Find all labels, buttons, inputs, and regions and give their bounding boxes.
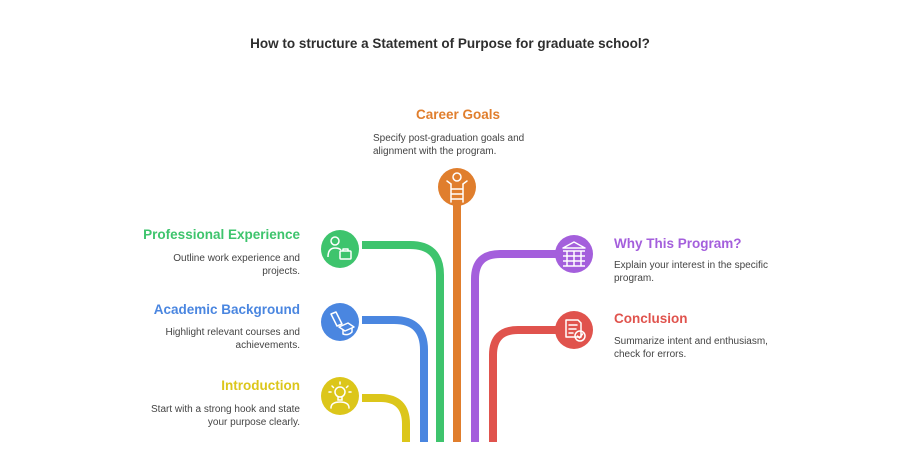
conclusion-connector [489, 326, 556, 442]
academic-description: Highlight relevant courses and achieveme… [120, 326, 300, 352]
ladder-goal-icon [446, 172, 468, 203]
conclusion-desc-line: check for errors. [614, 349, 687, 360]
academic-title: Academic Background [153, 302, 300, 317]
professional-title: Professional Experience [143, 227, 300, 242]
program-title: Why This Program? [614, 236, 742, 251]
businessperson-briefcase-icon [327, 236, 352, 260]
career-description: Specify post-graduation goals and alignm… [373, 132, 524, 158]
career-desc-line: Specify post-graduation goals and [373, 133, 525, 144]
conclusion-node [555, 311, 593, 349]
program-connector [471, 250, 556, 442]
program-node [555, 235, 593, 273]
professional-description: Outline work experience and projects. [120, 252, 300, 278]
academic-desc-line: achievements. [235, 340, 300, 351]
introduction-circle [321, 377, 359, 415]
academic-connector [362, 316, 428, 442]
university-building-icon [562, 241, 586, 267]
conclusion-title: Conclusion [614, 311, 688, 326]
professional-connector [362, 241, 444, 442]
introduction-desc-line: Start with a strong hook and state [151, 404, 300, 415]
introduction-node [321, 377, 359, 415]
professional-desc-line: Outline work experience and [173, 253, 300, 264]
program-desc-line: program. [614, 273, 655, 284]
program-description: Explain your interest in the specific pr… [614, 259, 768, 285]
diploma-graduation-cap-icon [330, 311, 355, 336]
academic-node [321, 303, 359, 341]
program-desc-line: Explain your interest in the specific [614, 260, 768, 271]
document-checkmark-icon [565, 319, 586, 342]
introduction-desc-line: your purpose clearly. [207, 417, 300, 428]
introduction-description: Start with a strong hook and state your … [110, 403, 300, 429]
academic-circle [321, 303, 359, 341]
professional-desc-line: projects. [262, 266, 300, 277]
conclusion-desc-line: Summarize intent and enthusiasm, [614, 336, 768, 347]
academic-desc-line: Highlight relevant courses and [165, 327, 300, 338]
introduction-connector [362, 394, 410, 442]
lightbulb-person-icon [328, 381, 352, 409]
professional-node [321, 230, 359, 268]
career-circle [438, 168, 476, 206]
conclusion-circle [555, 311, 593, 349]
conclusion-description: Summarize intent and enthusiasm, check f… [614, 335, 768, 361]
career-desc-line: alignment with the program. [373, 146, 497, 157]
career-node [438, 168, 476, 206]
career-title: Career Goals [416, 107, 501, 122]
introduction-title: Introduction [221, 378, 300, 393]
diagram-title: How to structure a Statement of Purpose … [250, 36, 650, 51]
